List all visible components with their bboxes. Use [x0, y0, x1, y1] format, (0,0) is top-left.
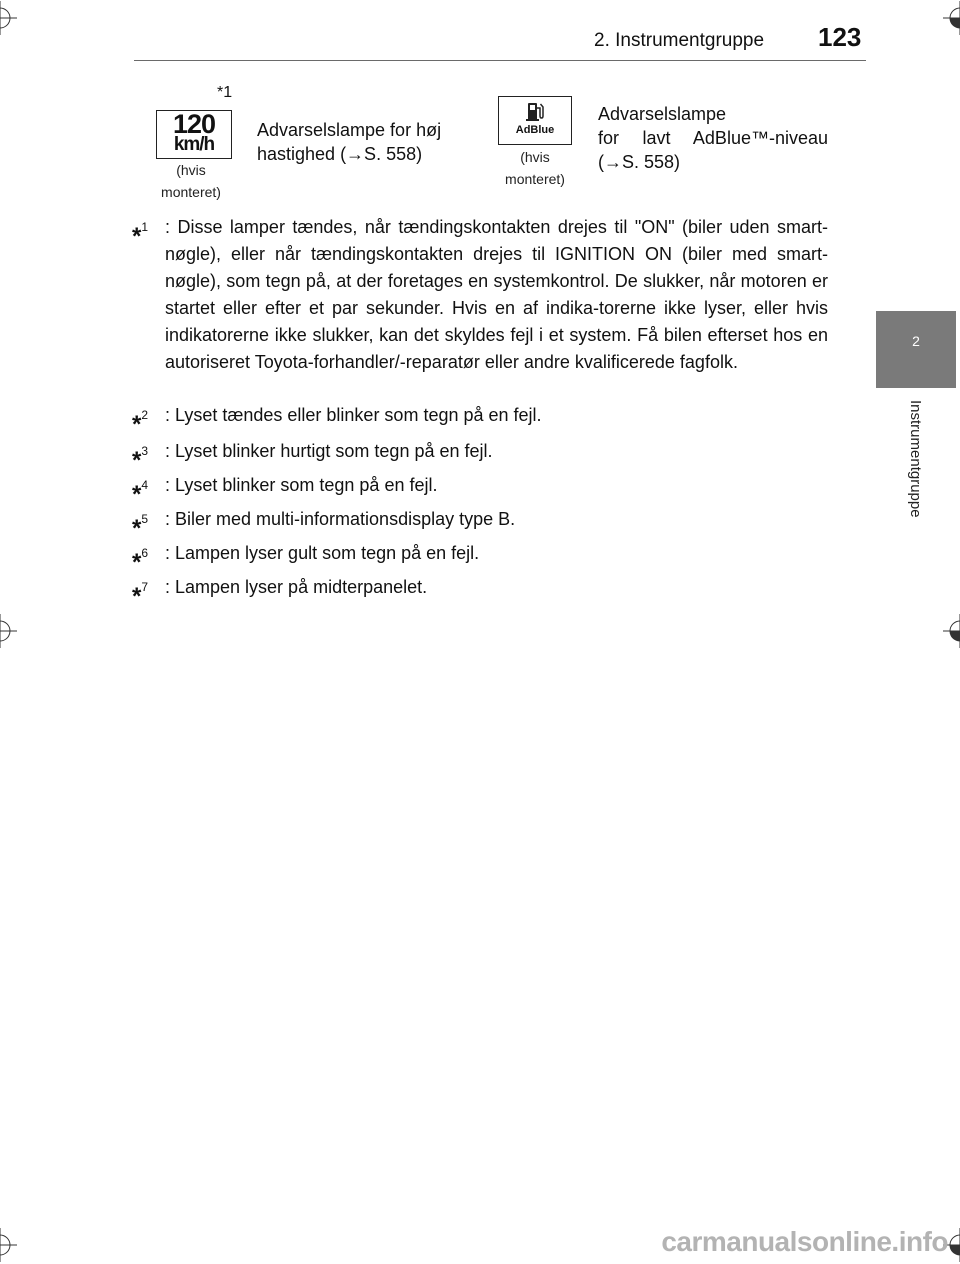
section-title: 2. Instrumentgruppe	[594, 30, 765, 51]
registration-mark-top-right	[943, 1, 960, 35]
adblue-warning-description: Advarselslampe for lavt AdBlue™-niveau (…	[598, 104, 828, 172]
footnote-3: *3 : Lyset blinker hurtigt som tegn på e…	[132, 438, 828, 474]
footnote-marker: *2	[132, 408, 149, 438]
speed-warning-description: Advarselslampe for høj hastighed (→S. 55…	[257, 120, 442, 164]
footnote-marker: *4	[132, 478, 149, 508]
speed-icon-value: 120	[172, 109, 216, 139]
footnote-5: *5 : Biler med multi-informationsdisplay…	[132, 506, 828, 542]
registration-mark-mid-right	[943, 614, 960, 648]
registration-mark-bottom-right	[943, 1228, 960, 1262]
header-rule	[134, 60, 866, 61]
speed-icon-footnote-mark: *1	[217, 84, 233, 101]
adblue-icon-label: AdBlue	[515, 124, 555, 136]
registration-mark-top-left	[0, 1, 17, 35]
footnote-text: : Lampen lyser gult som tegn på en fejl.	[165, 543, 480, 563]
footnote-1: *1 : Disse lamper tændes, når tændingsko…	[132, 214, 828, 376]
footnote-text: : Lampen lyser på midterpanelet.	[165, 577, 428, 597]
footnote-7: *7 : Lampen lyser på midterpanelet.	[132, 574, 828, 610]
footnote-text: : Lyset blinker som tegn på en fejl.	[165, 475, 438, 495]
adblue-icon-caption: (hvis monteret)	[505, 149, 565, 187]
footnote-2: *2 : Lyset tændes eller blinker som tegn…	[132, 402, 828, 438]
footnote-marker: *6	[132, 546, 149, 576]
footnote-marker: *7	[132, 580, 149, 610]
footnote-text: : Lyset tændes eller blinker som tegn på…	[165, 405, 542, 425]
speed-icon-caption: (hvis monteret)	[161, 162, 221, 200]
registration-mark-mid-left	[0, 614, 17, 648]
footnote-marker: *5	[132, 512, 149, 542]
chapter-number: 2	[912, 333, 920, 349]
registration-mark-bottom-left	[0, 1228, 17, 1262]
footnote-text: : Biler med multi-informationsdisplay ty…	[165, 509, 516, 529]
footnote-marker: *3	[132, 444, 149, 474]
chapter-title-vertical: Instrumentgruppe	[907, 400, 924, 518]
footnote-4: *4 : Lyset blinker som tegn på en fejl.	[132, 472, 828, 508]
watermark: carmanualsonline.info	[661, 1226, 948, 1257]
footnote-marker: *1	[132, 220, 149, 250]
footnote-6: *6 : Lampen lyser gult som tegn på en fe…	[132, 540, 828, 576]
fuel-pump-icon	[526, 100, 544, 127]
speed-warning-icon	[156, 110, 232, 159]
speed-icon-unit: km/h	[173, 134, 215, 155]
footnote-text: : Disse lamper tændes, når tændingskonta…	[165, 217, 828, 372]
footnote-text: : Lyset blinker hurtigt som tegn på en f…	[165, 441, 493, 461]
chapter-tab	[876, 311, 956, 388]
page-number: 123	[818, 22, 862, 52]
